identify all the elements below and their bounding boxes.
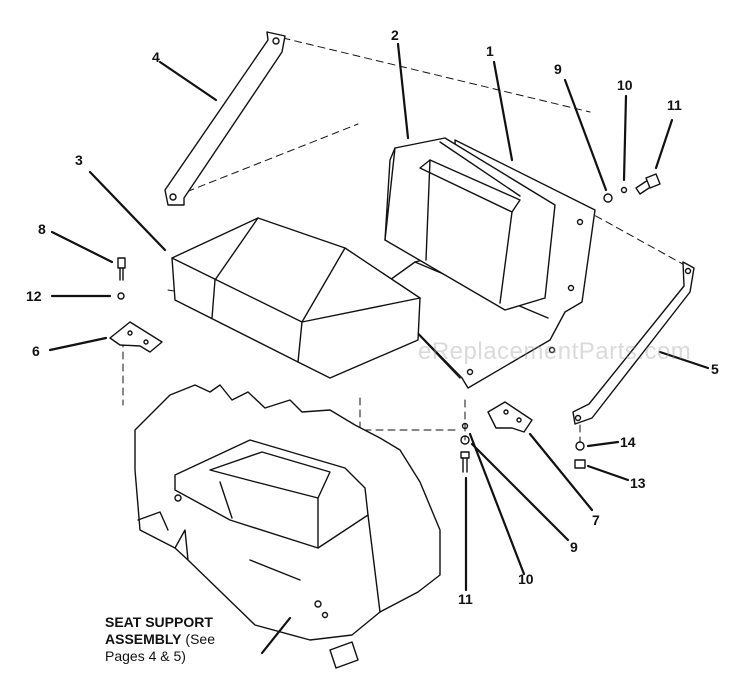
callout-3: 3 (75, 152, 83, 168)
seat-support-assembly (134, 384, 441, 669)
washer-part9-lower (460, 435, 470, 445)
callout-11-upper: 11 (667, 97, 682, 113)
bolt-part11 (635, 173, 661, 195)
callout-7: 7 (592, 512, 600, 528)
callout-10-lower: 10 (518, 571, 534, 587)
caption-line3: Pages 4 & 5) (105, 648, 186, 664)
callout-12: 12 (26, 288, 42, 304)
washer-part12 (117, 292, 125, 300)
leader-lines (48, 42, 710, 655)
alignment-line (584, 209, 691, 269)
bracket-left-part4 (164, 31, 286, 206)
callout-8: 8 (38, 221, 46, 237)
callout-2: 2 (391, 27, 399, 43)
alignment-line (175, 123, 359, 197)
caption-line1: SEAT SUPPORT (105, 614, 213, 630)
callout-13: 13 (630, 475, 646, 491)
bolt-part13 (574, 459, 586, 469)
callout-9-upper: 9 (554, 61, 562, 77)
watermark: eReplacementParts.com (418, 338, 692, 365)
hinge-plate-part6 (109, 321, 163, 353)
washer-part10-lower (461, 422, 469, 430)
caption-line2-bold: ASSEMBLY (105, 631, 182, 647)
bracket-right-part5 (572, 261, 695, 425)
washer-part10 (620, 186, 628, 194)
callout-14: 14 (620, 434, 636, 450)
washer-part14 (575, 441, 585, 451)
bolt-part8 (117, 257, 126, 281)
seat-support-assembly-caption: SEAT SUPPORT ASSEMBLY (See Pages 4 & 5) (105, 614, 215, 665)
callout-11-lower: 11 (458, 591, 473, 607)
callout-1: 1 (486, 43, 494, 59)
callout-9-lower: 9 (570, 539, 578, 555)
callout-6: 6 (32, 343, 40, 359)
callout-10-upper: 10 (617, 77, 633, 93)
alignment-line (359, 397, 461, 431)
callout-5: 5 (711, 361, 719, 377)
bolt-part11-lower (460, 451, 470, 473)
seat-bottom-part3 (171, 217, 421, 379)
hinge-plate-part7 (487, 401, 533, 433)
caption-line2-rest: (See (181, 631, 215, 647)
callout-4: 4 (152, 49, 160, 65)
washer-part9 (603, 193, 613, 203)
alignment-line (282, 37, 591, 113)
seat-back-part2 (384, 137, 556, 311)
